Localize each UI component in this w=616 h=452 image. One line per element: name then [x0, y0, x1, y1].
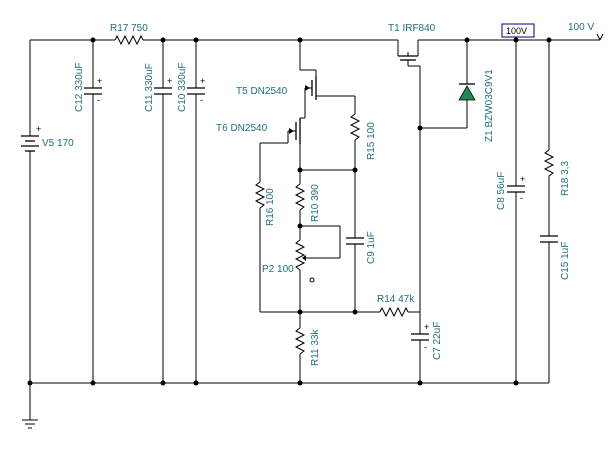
wiper-terminal [309, 277, 315, 283]
zener-z1[interactable] [458, 40, 476, 128]
svg-text:+: + [36, 124, 41, 134]
svg-text:-: - [200, 95, 203, 105]
svg-text:+: + [167, 76, 172, 86]
capacitor-c15[interactable] [540, 235, 558, 383]
z1-label: Z1 BZW03C9V1 [484, 69, 495, 142]
r11-label: R11 33k [310, 328, 321, 366]
r17-label: R17 750 [110, 23, 148, 34]
junction-dots [27, 37, 552, 386]
potentiometer-p2[interactable] [294, 225, 341, 312]
r14-label: R14 47k [377, 294, 415, 305]
c8-label: C8 56uF [496, 172, 507, 210]
ground-icon [22, 419, 38, 429]
probe-value: 100V [506, 26, 527, 36]
svg-text:+: + [424, 322, 429, 332]
capacitor-c11[interactable]: + [154, 40, 172, 383]
r16-label: R16 100 [265, 188, 276, 226]
c15-label: C15 1uF [560, 242, 571, 280]
t5-arrow-icon [305, 85, 310, 91]
voltage-probe[interactable]: 100V [501, 23, 535, 38]
r18-label: R18 3,3 [560, 161, 571, 196]
capacitor-c9[interactable] [346, 170, 364, 312]
c11-label: C11 330uF [144, 63, 155, 112]
svg-text:+: + [200, 76, 205, 86]
t5-label: T5 DN2540 [236, 86, 288, 97]
capacitor-c8[interactable]: + - [507, 40, 525, 383]
t6-arrow-icon [289, 128, 294, 134]
t6-label: T6 DN2540 [216, 123, 268, 134]
svg-text:+: + [97, 76, 102, 86]
v5-label: V5 170 [42, 138, 74, 149]
c7-label: C7 22uF [432, 322, 443, 360]
battery-v5[interactable]: + [21, 40, 41, 383]
resistor-r14[interactable] [379, 306, 420, 318]
transistor-t6[interactable] [260, 100, 306, 170]
output-label: 100 V [568, 22, 594, 33]
svg-text:-: - [97, 95, 100, 105]
c10-label: C10 330uF [177, 63, 188, 112]
t1-label: T1 IRF840 [388, 23, 436, 34]
svg-text:+: + [520, 174, 525, 184]
capacitor-c12[interactable]: + - [84, 40, 102, 383]
resistor-r17[interactable] [114, 34, 144, 46]
wiper-arrow-icon [302, 255, 306, 261]
transistor-t5[interactable] [299, 40, 356, 114]
output-arrow-icon [596, 33, 604, 41]
resistor-r10[interactable] [294, 170, 306, 240]
c9-label: C9 1uF [366, 231, 377, 264]
capacitor-c10[interactable]: + - [187, 40, 205, 383]
resistor-r11[interactable] [294, 312, 306, 383]
r15-label: R15 100 [366, 122, 377, 160]
p2-label: P2 100 [262, 264, 294, 275]
resistor-r16[interactable] [254, 143, 266, 312]
svg-text:-: - [520, 193, 523, 203]
svg-text:-: - [424, 342, 427, 352]
transistor-t1[interactable] [397, 40, 421, 128]
r10-label: R10 390 [310, 184, 321, 222]
c12-label: C12 330uF [74, 63, 85, 112]
resistor-r18[interactable] [543, 40, 555, 236]
resistor-r15[interactable] [349, 113, 361, 170]
capacitor-c7[interactable]: + - [411, 128, 429, 383]
